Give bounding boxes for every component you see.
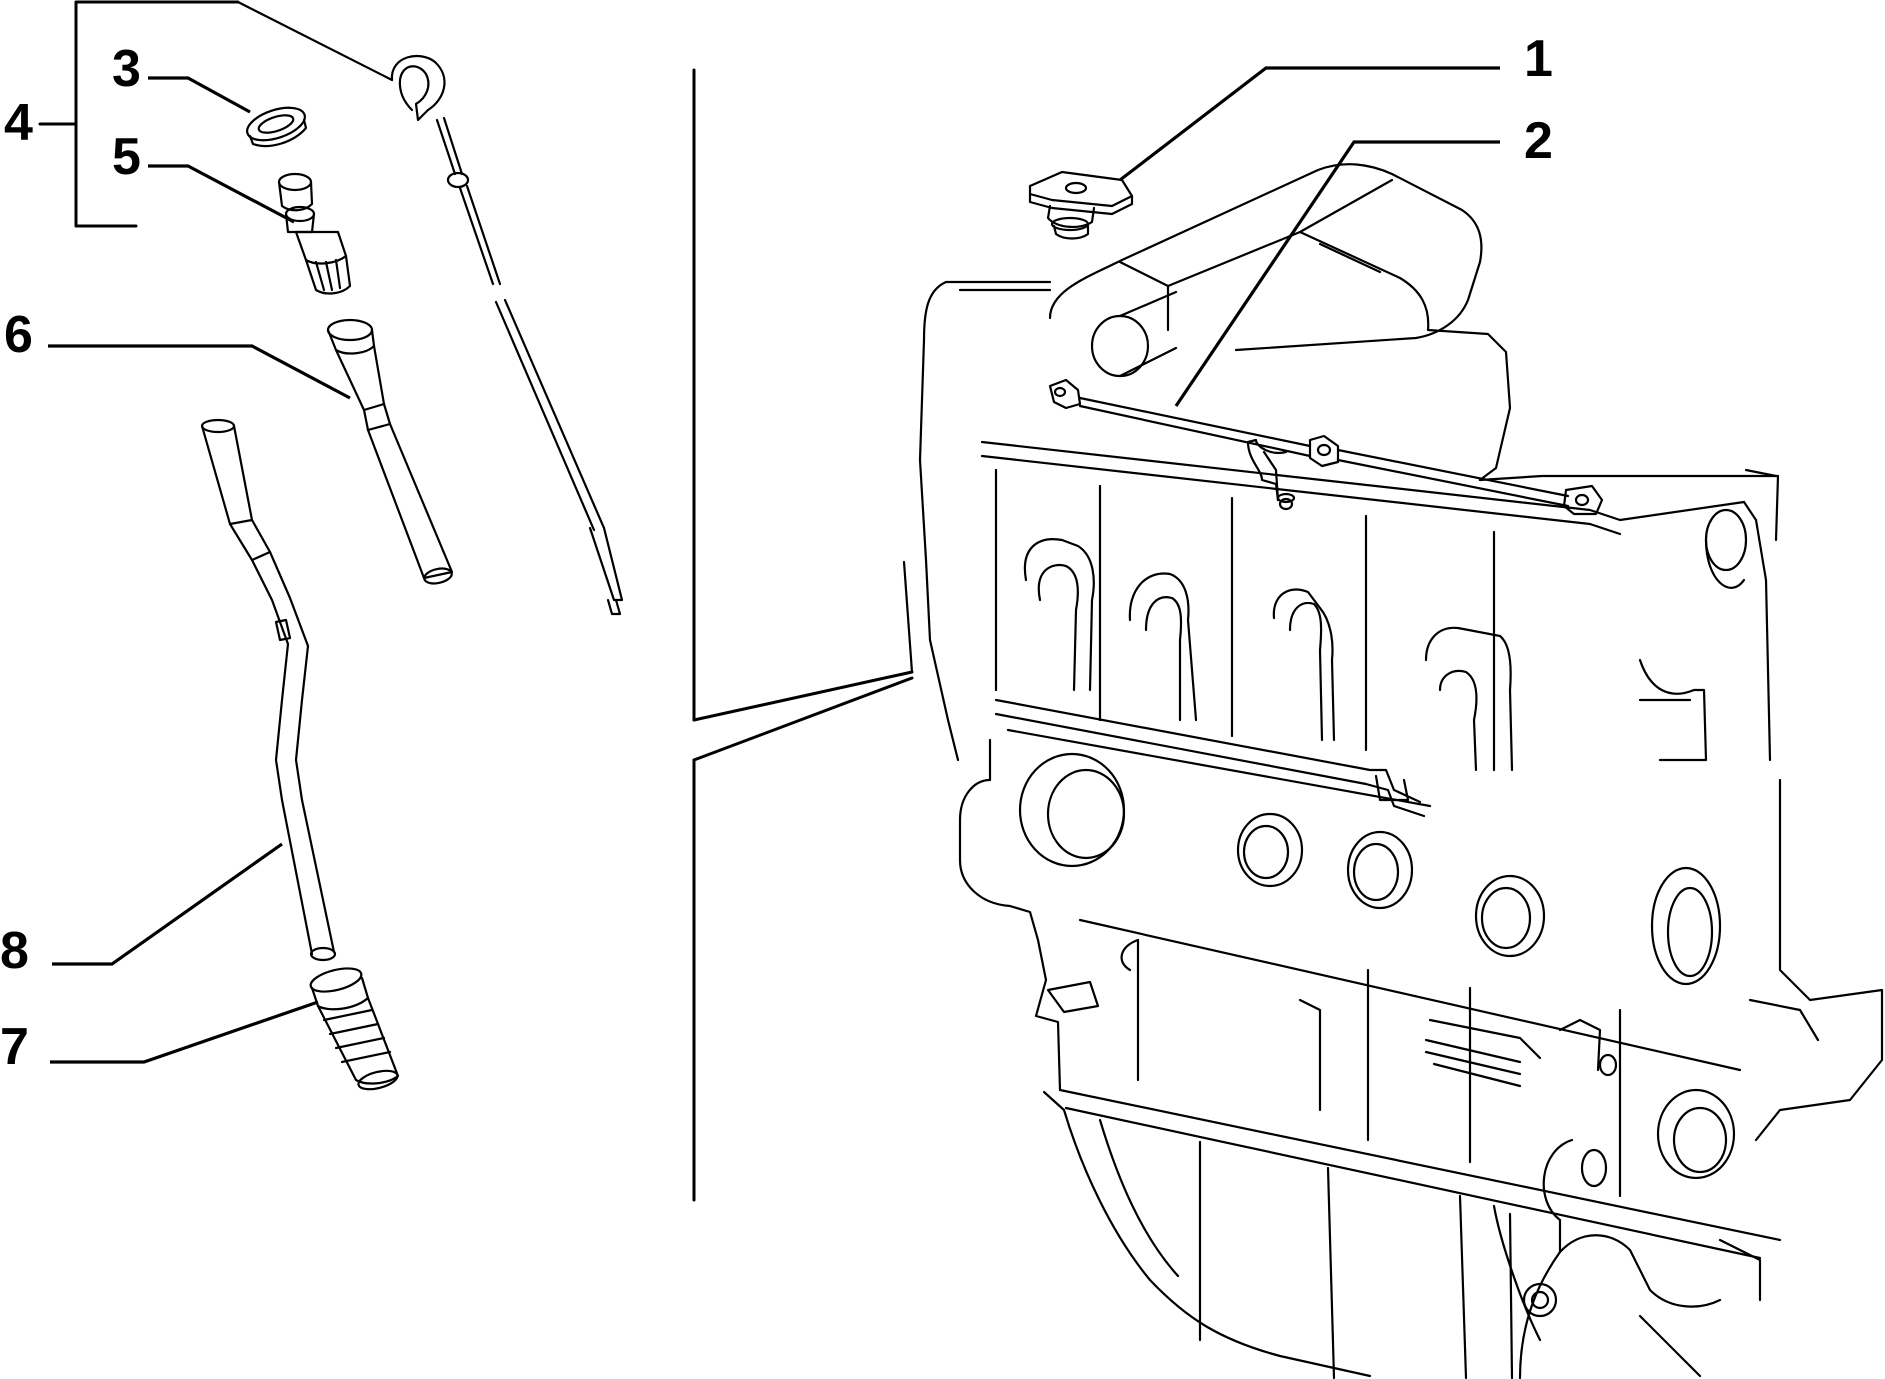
washer-part-3: [246, 106, 308, 148]
upper-tube-part-6: [326, 318, 454, 585]
bent-tube-part-8: [200, 418, 337, 962]
breather-cap-part-1: [1028, 170, 1134, 240]
callout-2: 2: [1524, 112, 1553, 170]
leader-lines: [48, 66, 1500, 1064]
cap-plug-part-5: [277, 172, 352, 295]
callout-4: 4: [4, 94, 33, 152]
sensor-harness-part-2: [1048, 378, 1604, 516]
divider-pointer: [692, 68, 914, 1202]
callout-1: 1: [1524, 30, 1553, 88]
engine-block: [902, 163, 1884, 1379]
dipstick: [236, 0, 624, 616]
callout-5: 5: [112, 128, 141, 186]
callout-labels: 1 2 3 4 5 6 8 7: [0, 30, 1553, 1076]
callout-3: 3: [112, 40, 141, 98]
callout-8: 8: [0, 922, 29, 980]
group-bracket-4: [38, 0, 240, 228]
callout-6: 6: [4, 306, 33, 364]
callout-7: 7: [0, 1018, 29, 1076]
sleeve-part-7: [309, 967, 400, 1091]
